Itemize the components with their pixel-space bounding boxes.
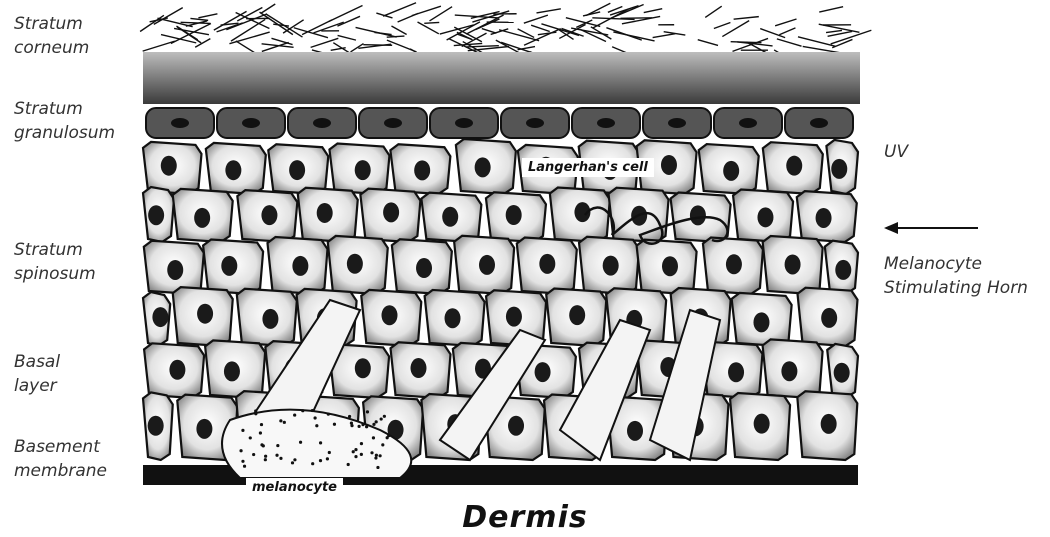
label-uv: UV: [884, 140, 908, 164]
label-stratum-corneum: Stratum corneum: [14, 12, 89, 60]
label-basal-layer: Basal layer: [14, 350, 60, 398]
stratum-granulosum-row: [146, 108, 853, 138]
stratum-corneum-band: [143, 52, 860, 104]
uv-arrow-head: [884, 222, 898, 234]
dermis-title: Dermis: [0, 500, 1050, 535]
label-stratum-spinosum: Stratum spinosum: [14, 238, 96, 286]
callout-langerhans-cell: Langerhan's cell: [522, 158, 654, 177]
label-stratum-granulosum: Stratum granulosum: [14, 97, 115, 145]
label-basement-membrane: Basement membrane: [14, 435, 107, 483]
label-melanocyte-stimulating: Melanocyte Stimulating Horn: [884, 252, 1028, 300]
callout-melanocyte: melanocyte: [246, 478, 343, 497]
